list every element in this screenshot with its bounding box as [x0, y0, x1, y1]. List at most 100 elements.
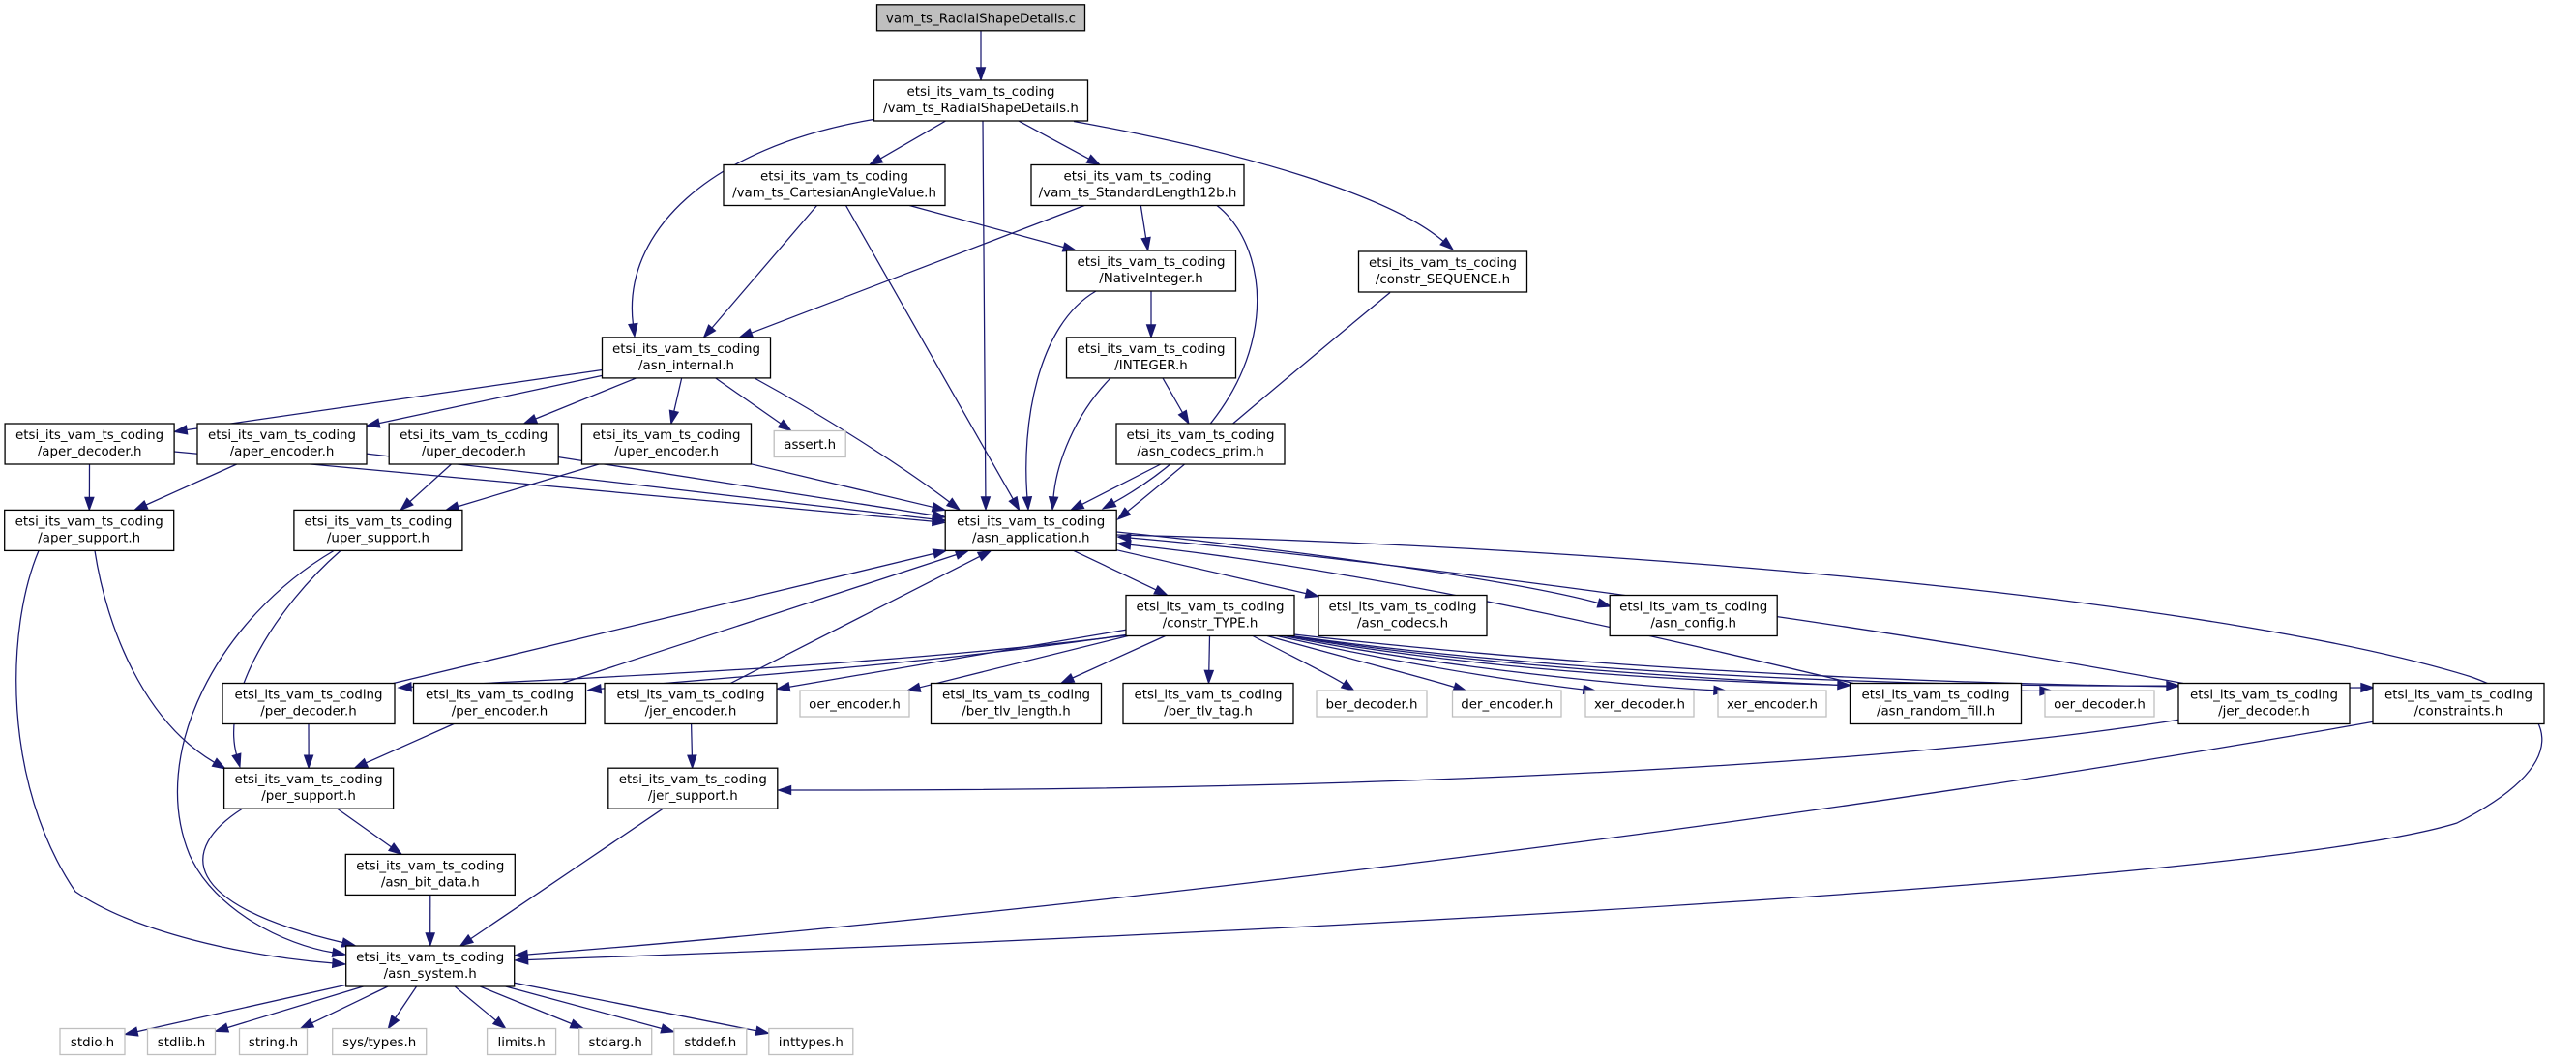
node-jer_decoder_h[interactable]: etsi_its_vam_ts_coding /jer_decoder.h [2177, 682, 2351, 725]
node-label-line2: /per_encoder.h [452, 705, 548, 720]
arrowhead [1101, 497, 1117, 510]
node-asn_codecs_prim_h[interactable]: etsi_its_vam_ts_coding /asn_codecs_prim.… [1115, 423, 1286, 465]
edge-asn_system_h-to-stdio_h [123, 984, 346, 1037]
node-jer_support_h[interactable]: etsi_its_vam_ts_coding /jer_support.h [607, 767, 779, 809]
node-xer_encoder_h[interactable]: xer_encoder.h [1717, 690, 1827, 718]
node-stdarg_h[interactable]: stdarg.h [578, 1027, 653, 1056]
node-asn_random_fill_h[interactable]: etsi_its_vam_ts_coding /asn_random_fill.… [1849, 682, 2023, 725]
node-label-line2: /constr_TYPE.h [1163, 617, 1258, 632]
node-label-line2: /asn_bit_data.h [381, 875, 480, 890]
node-per_encoder_h[interactable]: etsi_its_vam_ts_coding /per_encoder.h [412, 682, 587, 725]
node-oer_decoder_h[interactable]: oer_decoder.h [2044, 690, 2155, 718]
edge-vam_ts_radialshapedetails_h-to-asn_internal_h [628, 118, 877, 338]
node-asn_application_h[interactable]: etsi_its_vam_ts_coding /asn_application.… [944, 509, 1117, 552]
node-aper_support_h[interactable]: etsi_its_vam_ts_coding /aper_support.h [4, 509, 175, 552]
edge-asn_system_h-to-sys_types_h [387, 985, 418, 1030]
node-label-line2: /ber_tlv_length.h [962, 705, 1070, 720]
node-label-line1: etsi_its_vam_ts_coding [208, 428, 356, 443]
node-label: oer_decoder.h [2054, 698, 2146, 713]
arrowhead [231, 752, 242, 769]
node-label-line2: /NativeInteger.h [1099, 272, 1203, 286]
arrowhead [687, 754, 697, 770]
arrowhead [331, 947, 347, 958]
node-per_decoder_h[interactable]: etsi_its_vam_ts_coding /per_decoder.h [222, 682, 396, 725]
node-stdio_h[interactable]: stdio.h [59, 1027, 126, 1056]
node-stddef_h[interactable]: stddef.h [673, 1027, 748, 1056]
node-label-line1: etsi_its_vam_ts_coding [356, 859, 504, 873]
node-limits_h[interactable]: limits.h [486, 1027, 557, 1056]
edge-asn_application_h-to-constr_type_h [1073, 549, 1170, 597]
arrowhead [868, 154, 884, 166]
node-asn_codecs_h[interactable]: etsi_its_vam_ts_coding /asn_codecs.h [1318, 594, 1488, 637]
node-label-line1: etsi_its_vam_ts_coding [1077, 342, 1225, 357]
node-label: assert.h [784, 438, 836, 453]
arrowhead [387, 1015, 400, 1030]
arrowhead [660, 1023, 676, 1034]
arrowhead [84, 496, 95, 512]
node-label-line2: /asn_config.h [1650, 617, 1736, 632]
node-label-line2: /vam_ts_RadialShapeDetails.h [883, 102, 1079, 116]
node-label-line2: /uper_support.h [327, 531, 429, 545]
node-inttypes_h[interactable]: inttypes.h [768, 1027, 854, 1056]
node-vam_ts_cartesiananglevalue_h[interactable]: etsi_its_vam_ts_coding /vam_ts_Cartesian… [723, 163, 946, 207]
node-asn_internal_h[interactable]: etsi_its_vam_ts_coding /asn_internal.h [601, 337, 772, 379]
node-ber_decoder_h[interactable]: ber_decoder.h [1316, 690, 1428, 718]
arrowhead [1203, 669, 1215, 686]
node-uper_encoder_h[interactable]: etsi_its_vam_ts_coding /uper_encoder.h [580, 423, 753, 465]
node-label-line2: /jer_decoder.h [2218, 705, 2310, 720]
node-assert_h[interactable]: assert.h [773, 429, 846, 458]
node-aper_encoder_h[interactable]: etsi_its_vam_ts_coding /aper_encoder.h [196, 423, 368, 465]
node-label: sys/types.h [342, 1036, 416, 1050]
node-asn_config_h[interactable]: etsi_its_vam_ts_coding /asn_config.h [1609, 594, 1778, 637]
node-label-line1: etsi_its_vam_ts_coding [234, 689, 382, 703]
node-label-line1: etsi_its_vam_ts_coding [304, 515, 452, 529]
arrowhead [1115, 540, 1132, 550]
edge-jer_encoder_h-to-jer_support_h [687, 723, 697, 770]
node-constr_sequence_h[interactable]: etsi_its_vam_ts_coding /constr_SEQUENCE.… [1357, 250, 1528, 293]
node-string_h[interactable]: string.h [238, 1027, 309, 1056]
node-ber_tlv_length_h[interactable]: etsi_its_vam_ts_coding /ber_tlv_length.h [930, 682, 1103, 725]
edge-per_support_h-to-asn_system_h [202, 808, 357, 948]
node-label-line1: etsi_its_vam_ts_coding [1134, 689, 1282, 703]
node-integer_h[interactable]: etsi_its_vam_ts_coding /INTEGER.h [1065, 337, 1237, 379]
node-ber_tlv_tag_h[interactable]: etsi_its_vam_ts_coding /ber_tlv_tag.h [1122, 682, 1294, 725]
node-asn_system_h[interactable]: etsi_its_vam_ts_coding /asn_system.h [345, 945, 516, 987]
node-xer_decoder_h[interactable]: xer_decoder.h [1584, 690, 1695, 718]
node-constraints_h[interactable]: etsi_its_vam_ts_coding /constraints.h [2372, 682, 2545, 725]
node-label-line2: /aper_decoder.h [38, 445, 142, 459]
node-label-line2: /aper_encoder.h [230, 445, 335, 459]
node-aper_decoder_h[interactable]: etsi_its_vam_ts_coding /aper_decoder.h [4, 423, 175, 465]
edge-jer_decoder_h-to-jer_support_h [776, 719, 2181, 796]
node-uper_decoder_h[interactable]: etsi_its_vam_ts_coding /uper_decoder.h [388, 423, 559, 465]
node-asn_bit_data_h[interactable]: etsi_its_vam_ts_coding /asn_bit_data.h [344, 853, 516, 897]
node-sys_types_h[interactable]: sys/types.h [332, 1027, 428, 1056]
node-uper_support_h[interactable]: etsi_its_vam_ts_coding /uper_support.h [293, 509, 463, 552]
edge-aper_support_h-to-per_support_h [94, 550, 227, 770]
node-jer_encoder_h[interactable]: etsi_its_vam_ts_coding /jer_encoder.h [604, 682, 778, 725]
node-per_support_h[interactable]: etsi_its_vam_ts_coding /per_support.h [222, 767, 395, 809]
node-oer_encoder_h[interactable]: oer_encoder.h [799, 690, 910, 718]
node-label-line1: etsi_its_vam_ts_coding [356, 951, 504, 965]
node-label-line1: etsi_its_vam_ts_coding [235, 773, 383, 787]
node-label-line1: etsi_its_vam_ts_coding [942, 689, 1090, 703]
node-der_encoder_h[interactable]: der_encoder.h [1451, 690, 1562, 718]
node-constr_type_h[interactable]: etsi_its_vam_ts_coding /constr_TYPE.h [1125, 594, 1295, 637]
edge-asn_system_h-to-limits_h [454, 985, 507, 1030]
node-nativeinteger_h[interactable]: etsi_its_vam_ts_coding /NativeInteger.h [1065, 250, 1237, 292]
arrowhead [1153, 584, 1170, 597]
arrowhead [1022, 495, 1033, 512]
edge-asn_codecs_prim_h-to-asn_application_h [1069, 463, 1162, 512]
edge-jer_support_h-to-asn_system_h [459, 808, 664, 947]
node-label-line2: /asn_codecs_prim.h [1137, 445, 1264, 459]
edges-layer [15, 30, 2543, 1037]
arrowhead [1596, 598, 1613, 608]
node-label-line1: etsi_its_vam_ts_coding [760, 170, 908, 185]
node-vam_ts_radialshapedetails_h[interactable]: etsi_its_vam_ts_coding /vam_ts_RadialSha… [873, 79, 1089, 122]
edge-asn_random_fill_h-to-asn_application_h [1115, 540, 1854, 685]
node-vam_ts_radialshapedetails_c[interactable]: vam_ts_RadialShapeDetails.c [875, 4, 1086, 32]
arrowhead [491, 1015, 507, 1030]
node-vam_ts_standardlength12b_h[interactable]: etsi_its_vam_ts_coding /vam_ts_StandardL… [1030, 163, 1245, 207]
edge-constr_type_h-to-ber_decoder_h [1252, 634, 1356, 692]
node-stdlib_h[interactable]: stdlib.h [146, 1027, 217, 1056]
arrowhead [1145, 324, 1157, 339]
